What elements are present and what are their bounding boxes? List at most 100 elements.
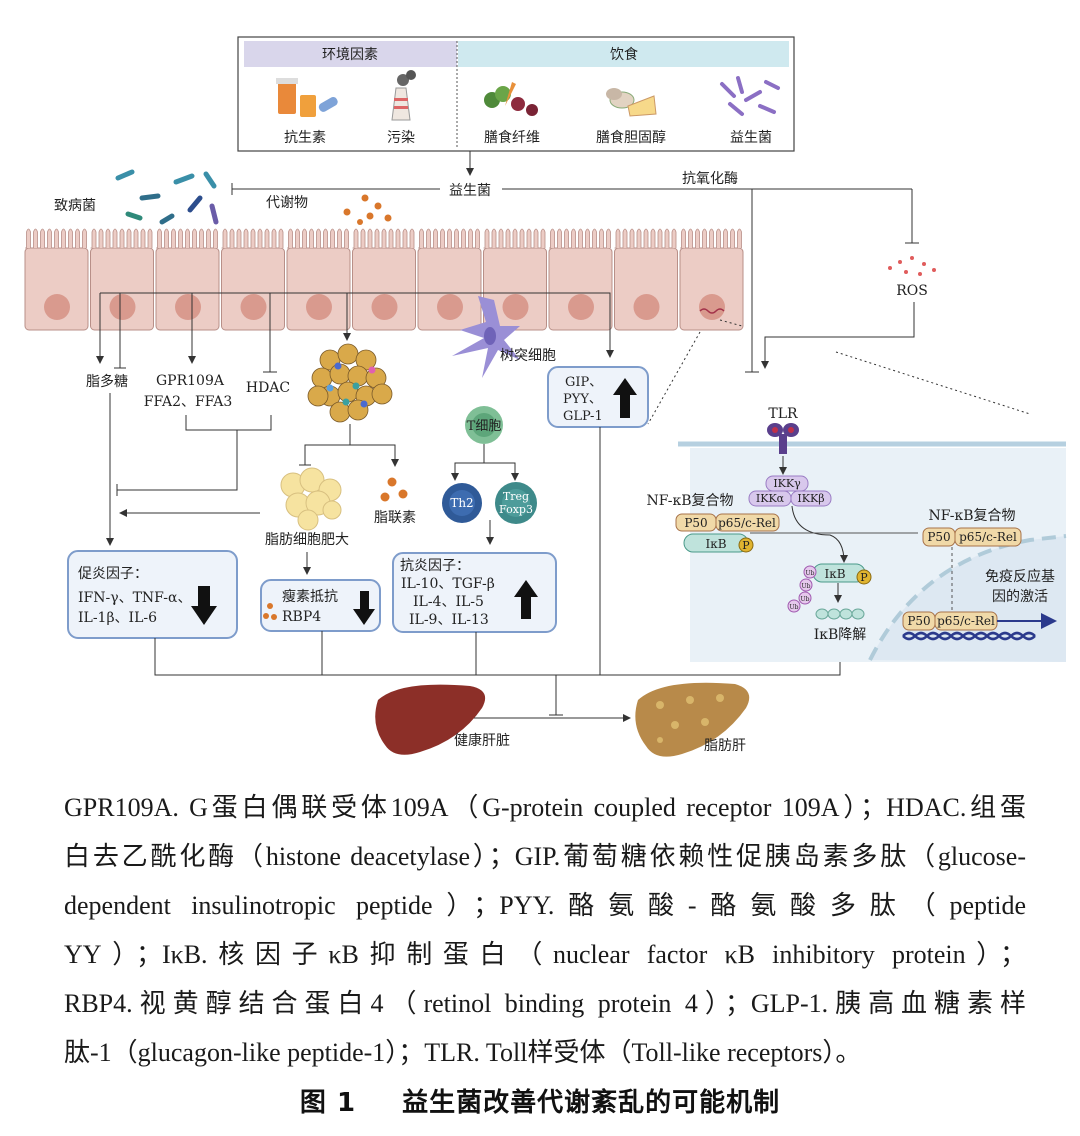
adipocyte-hypertrophy-label: 脂肪细胞肥大 xyxy=(265,532,349,548)
dietary-cholesterol-icon xyxy=(606,88,657,117)
pro-inflammatory-box: 促炎因子： IFN-γ、TNF-α、 IL-1β、IL-6 xyxy=(67,550,238,639)
down-arrow-icon xyxy=(353,591,375,625)
gene-activation-label: 免疫反应基 xyxy=(985,568,1055,585)
epithelial-cell xyxy=(483,228,547,331)
ub-label: Ub xyxy=(806,570,815,577)
anti-inflammatory-line2: IL-4、IL-5 xyxy=(413,594,484,610)
metabolite-dots-icon xyxy=(343,194,392,225)
factor-label: 抗生素 xyxy=(284,130,326,146)
ubiquitin-chain-icon: Ub Ub Ub Ub xyxy=(787,565,817,613)
caption-line: dependent insulinotropic peptide）；PYY.酪氨… xyxy=(64,891,1026,920)
immune-cell xyxy=(342,398,350,406)
phosphate-label: P xyxy=(860,571,868,584)
caption-line: 肽-1（glucagon-like peptide-1）；TLR. Toll样受… xyxy=(64,1038,862,1067)
nucleus xyxy=(109,294,136,320)
p50-label: P50 xyxy=(927,530,950,544)
nfkb-complex-right-label: NF-κB复合物 xyxy=(928,507,1015,524)
nucleus xyxy=(502,294,529,320)
adipocyte xyxy=(307,385,329,407)
metabolites-label: 代谢物 xyxy=(266,195,308,211)
adiponectin-dots-icon xyxy=(380,477,408,502)
gip-label: GIP、 xyxy=(565,375,602,390)
ikk-gamma-label: IKKγ xyxy=(773,477,801,490)
p65-label: p65/c-Rel xyxy=(718,516,776,530)
fat-droplets-icon xyxy=(656,694,724,743)
ub-label: Ub xyxy=(802,583,811,590)
antibiotic-icon xyxy=(276,78,338,117)
pathogen-bacteria-icon xyxy=(115,169,219,225)
phosphate-label: P xyxy=(742,539,750,552)
tlr-label: TLR xyxy=(768,406,798,422)
factory-pollution-icon xyxy=(391,70,416,121)
probiotic-bacteria-icon xyxy=(720,76,780,116)
adipocyte xyxy=(337,343,359,365)
ikb-label: IκB xyxy=(824,567,845,581)
immune-cell xyxy=(368,366,376,374)
nucleus xyxy=(240,294,267,320)
hypertrophic-adipocyte-icon xyxy=(280,467,342,531)
adipose-tissue-icon xyxy=(307,343,393,423)
figure-title-text: 益生菌改善代谢紊乱的可能机制 xyxy=(402,1088,781,1118)
pro-inflammatory-line2: IL-1β、IL-6 xyxy=(78,610,157,626)
pyy-label: PYY、 xyxy=(563,392,602,407)
figure-caption: GPR109A. G蛋白偶联受体109A（G-protein coupled r… xyxy=(64,786,1026,1080)
ub-label: Ub xyxy=(790,604,799,611)
foxp3-label: Foxp3 xyxy=(499,503,533,516)
treg-cell-icon xyxy=(495,482,537,524)
epithelial-cell xyxy=(286,228,351,331)
epithelial-cell xyxy=(155,228,220,331)
lps-label: 脂多糖 xyxy=(86,373,128,390)
mechanism-diagram: 环境因素 饮食 抗生素 xyxy=(24,36,1067,757)
caption-line: 白去乙酰化酶（histone deacetylase）；GIP.葡萄糖依赖性促胰… xyxy=(64,842,1026,871)
up-arrow-icon xyxy=(613,378,637,418)
t-cell-label: T细胞 xyxy=(467,419,502,434)
anti-inflammatory-box: 抗炎因子： IL-10、TGF-β IL-4、IL-5 IL-9、IL-13 xyxy=(392,552,557,633)
fatty-liver-label: 脂肪肝 xyxy=(704,738,746,754)
epithelial-cell xyxy=(679,228,744,331)
figure-title: 图 1 益生菌改善代谢紊乱的可能机制 xyxy=(0,1082,1080,1119)
anti-inflammatory-line1: IL-10、TGF-β xyxy=(401,576,495,592)
ikb-degradation-label: IκB降解 xyxy=(814,627,867,643)
figure-number: 图 1 xyxy=(299,1088,357,1118)
caption-line: RBP4.视黄醇结合蛋白4（retinol binding protein 4）… xyxy=(64,989,1026,1018)
diet-header-label: 饮食 xyxy=(610,46,638,63)
glp1-label: GLP-1 xyxy=(563,409,603,424)
pro-inflammatory-line1: IFN-γ、TNF-α、 xyxy=(78,590,191,606)
healthy-liver-label: 健康肝脏 xyxy=(454,732,510,749)
rbp4-label: RBP4 xyxy=(282,609,321,625)
antioxidant-enzyme-label: 抗氧化酶 xyxy=(682,171,738,187)
th2-cell-icon xyxy=(442,483,482,523)
nucleus xyxy=(44,294,70,320)
caption-line: GPR109A. G蛋白偶联受体109A（G-protein coupled r… xyxy=(64,793,1026,822)
immune-cell xyxy=(352,382,360,390)
epithelial-cell xyxy=(352,228,416,331)
nucleus xyxy=(568,294,594,320)
t-cell-icon xyxy=(465,406,503,444)
ffa-label: FFA2、FFA3 xyxy=(144,394,232,410)
leptin-resistance-label: 瘦素抵抗 xyxy=(282,588,338,605)
healthy-liver-icon xyxy=(375,684,486,755)
p65-label: p65/c-Rel xyxy=(959,530,1017,544)
down-arrow-icon xyxy=(191,586,217,625)
gene-activation-label: 因的激活 xyxy=(992,588,1048,605)
dna-icon xyxy=(699,308,725,314)
intestinal-epithelium xyxy=(24,228,744,331)
nucleus xyxy=(437,294,463,320)
epithelial-cell xyxy=(614,228,678,331)
epithelial-cell xyxy=(24,228,89,331)
up-arrow-icon xyxy=(514,580,538,619)
dna-helix-icon xyxy=(902,631,1036,641)
degraded-ikb-icon xyxy=(815,608,865,620)
leptin-resistance-box: 瘦素抵抗 RBP4 xyxy=(260,579,381,632)
factor-label: 膳食纤维 xyxy=(484,129,540,146)
immune-cell xyxy=(326,384,334,392)
nucleus xyxy=(175,294,201,320)
ros-label: ROS xyxy=(896,283,928,299)
ub-label: Ub xyxy=(801,596,810,603)
env-header xyxy=(244,41,457,67)
treg-label: Treg xyxy=(503,490,529,503)
adipocyte xyxy=(371,383,393,405)
pathogen-label: 致病菌 xyxy=(54,198,96,214)
p50-label: P50 xyxy=(907,614,930,628)
cell-signaling-panel: TLR IKKγ IKKα IKKβ NF-κB复合物 P50 p65/c-Re… xyxy=(646,406,1067,662)
